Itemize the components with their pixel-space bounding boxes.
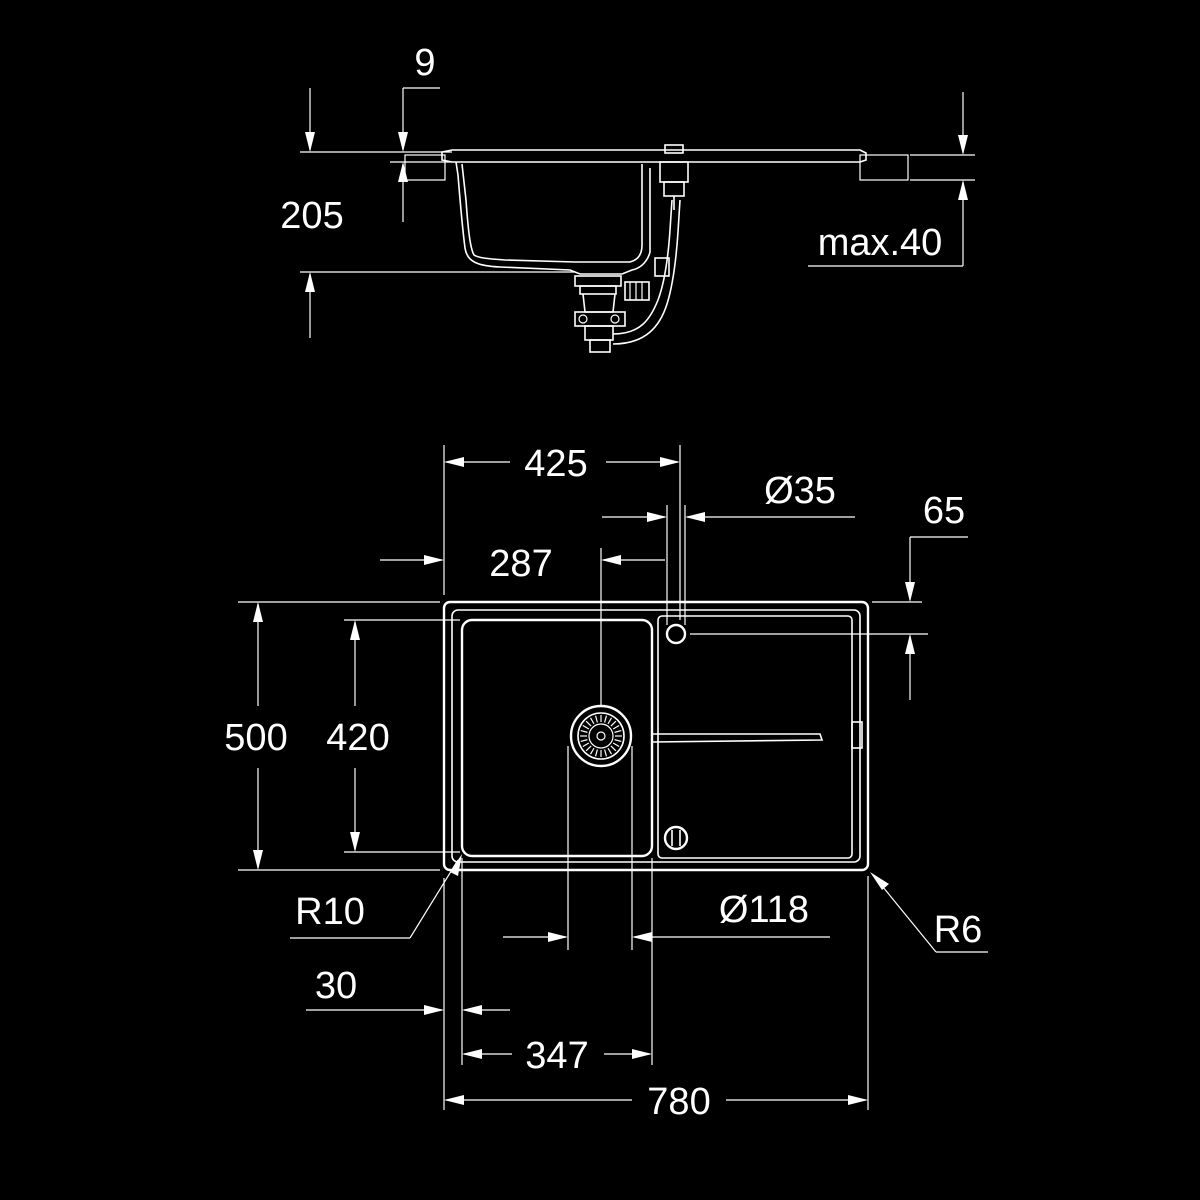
dim-tap-offset-label: 65 bbox=[923, 490, 965, 532]
sink-bowl-outer bbox=[455, 161, 651, 275]
drain-slot bbox=[610, 745, 617, 752]
drain-slot bbox=[614, 729, 622, 733]
dim-depth-label: 205 bbox=[280, 195, 343, 237]
dim-bowl-centre-width-label: 425 bbox=[524, 443, 587, 485]
sink-bowl-inner bbox=[461, 163, 643, 263]
drain-slot bbox=[580, 739, 588, 743]
tap-hole bbox=[665, 623, 687, 645]
dim-lip-label: 9 bbox=[414, 42, 435, 84]
dimension-worktop: max.40 bbox=[808, 92, 975, 267]
drain-slot bbox=[607, 717, 613, 725]
overflow-hole bbox=[663, 825, 689, 851]
drain-slot bbox=[582, 742, 590, 748]
dim-drain-position-label: 287 bbox=[489, 543, 552, 585]
dimension-bowl-depth: 420 bbox=[326, 619, 460, 853]
dimension-bowl-width: 347 bbox=[462, 858, 653, 1077]
drain-slot bbox=[580, 729, 588, 733]
dim-overall-width-label: 780 bbox=[647, 1081, 710, 1123]
sink-bowl bbox=[460, 618, 654, 858]
dimension-drain-position: 287 bbox=[380, 543, 665, 706]
dim-bowl-width-label: 347 bbox=[525, 1035, 588, 1077]
dim-corner-radius-bowl-label: R10 bbox=[295, 891, 365, 933]
waste-assembly bbox=[574, 144, 689, 353]
drainer-area bbox=[657, 615, 853, 859]
drain-slot bbox=[585, 745, 592, 752]
drainer-groove bbox=[651, 733, 824, 743]
dimension-lip: 9 bbox=[300, 42, 452, 222]
dim-corner-radius-outer-label: R6 bbox=[934, 909, 983, 951]
dimension-depth: 205 bbox=[280, 88, 575, 338]
dimension-corner-radius-outer: R6 bbox=[870, 872, 988, 953]
drain-slot bbox=[589, 747, 595, 755]
dim-bowl-depth-label: 420 bbox=[326, 717, 389, 759]
worktop-right-section bbox=[859, 154, 909, 181]
dimension-rim-offset: 30 bbox=[306, 858, 510, 1110]
drain-slot bbox=[604, 749, 608, 757]
drain-slot bbox=[614, 739, 622, 743]
dim-worktop-label: max.40 bbox=[818, 222, 943, 264]
dim-overall-depth-label: 500 bbox=[224, 717, 287, 759]
dimension-drain-diameter: Ø118 bbox=[503, 746, 830, 950]
dimension-overall-width: 780 bbox=[444, 876, 869, 1123]
drain-slot bbox=[612, 742, 620, 748]
dim-drain-diameter-label: Ø118 bbox=[719, 889, 809, 931]
edge-slot bbox=[851, 721, 863, 749]
drain-slot bbox=[594, 749, 598, 757]
dimension-tap-hole: Ø35 bbox=[602, 470, 855, 625]
dim-tap-hole-label: Ø35 bbox=[764, 470, 836, 512]
sink-rim-inner bbox=[451, 609, 861, 863]
drain-slot bbox=[607, 747, 613, 755]
drain-slot bbox=[594, 715, 598, 723]
dimension-tap-offset: 65 bbox=[690, 490, 968, 700]
drain-slot bbox=[585, 720, 592, 727]
dimension-overall-depth: 500 bbox=[224, 601, 440, 871]
drain-strainer bbox=[569, 704, 633, 768]
sink-outline bbox=[442, 600, 870, 872]
drain-slot bbox=[589, 717, 595, 725]
dimension-bowl-centre-width: 425 bbox=[443, 443, 681, 620]
drain-slot bbox=[610, 720, 617, 727]
drain-slot bbox=[582, 724, 590, 730]
dimension-corner-radius-bowl: R10 bbox=[290, 854, 462, 939]
worktop-left-section bbox=[404, 154, 446, 181]
dim-rim-offset-label: 30 bbox=[315, 965, 357, 1007]
top-view: 425 Ø35 287 bbox=[224, 443, 988, 1123]
drain-slot bbox=[612, 724, 620, 730]
drain-slot bbox=[604, 715, 608, 723]
sink-rim-profile bbox=[441, 149, 867, 163]
side-view: 9 205 max.40 bbox=[280, 42, 975, 353]
